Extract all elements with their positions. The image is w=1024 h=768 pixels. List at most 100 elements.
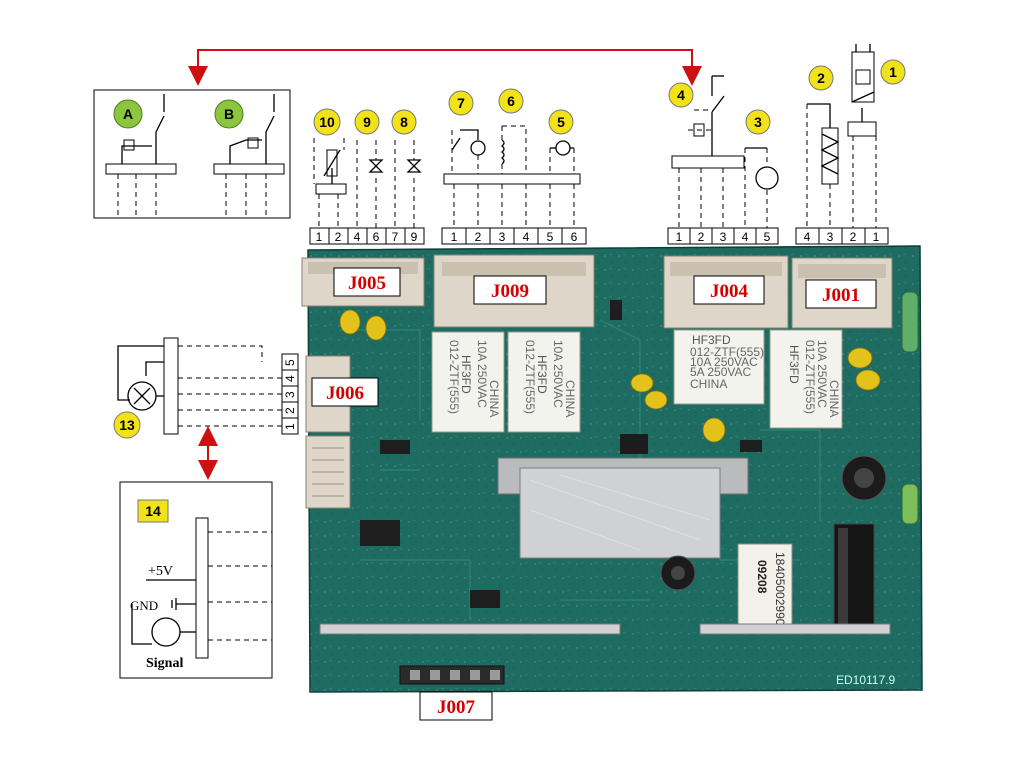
badge-b: B bbox=[214, 99, 244, 129]
svg-text:4: 4 bbox=[804, 230, 811, 244]
relay-2: HF3FD 012-ZTF(555) 10A 250VAC CHINA bbox=[507, 331, 581, 433]
svg-text:2: 2 bbox=[283, 407, 297, 414]
svg-text:4: 4 bbox=[523, 230, 530, 244]
connector-label-j004: J004 bbox=[693, 275, 765, 305]
connector-label-j006: J006 bbox=[311, 377, 379, 407]
svg-text:012-ZTF(555): 012-ZTF(555) bbox=[690, 345, 764, 359]
svg-text:9: 9 bbox=[411, 230, 418, 244]
svg-text:13: 13 bbox=[119, 417, 135, 433]
schematic-j004 bbox=[671, 75, 779, 228]
sensor-vcc-label: +5V bbox=[148, 564, 173, 579]
svg-text:CHINA: CHINA bbox=[690, 377, 727, 391]
svg-text:CHINA: CHINA bbox=[563, 380, 577, 417]
svg-text:J004: J004 bbox=[710, 281, 749, 302]
schematic-ab-box bbox=[93, 89, 291, 219]
pin-strip-j006: 1 2 3 4 5 bbox=[281, 353, 299, 435]
connector-label-j009: J009 bbox=[473, 275, 547, 305]
svg-text:9: 9 bbox=[363, 114, 371, 130]
connector-label-j001: J001 bbox=[805, 279, 877, 309]
svg-text:1: 1 bbox=[283, 423, 297, 430]
connector-label-j005: J005 bbox=[333, 267, 401, 297]
svg-text:2: 2 bbox=[850, 230, 857, 244]
svg-text:6: 6 bbox=[373, 230, 380, 244]
svg-text:10: 10 bbox=[319, 114, 335, 130]
pcb-board: HF3FD 012-ZTF(555) 10A 250VAC CHINA HF3F… bbox=[301, 245, 923, 693]
svg-text:2: 2 bbox=[817, 70, 825, 86]
svg-text:7: 7 bbox=[457, 95, 465, 111]
svg-text:09208: 09208 bbox=[755, 560, 769, 594]
badge-2: 2 bbox=[808, 65, 834, 91]
yellow-capacitors bbox=[339, 309, 881, 443]
svg-text:18405002990: 18405002990 bbox=[773, 552, 787, 626]
svg-text:14: 14 bbox=[145, 503, 161, 519]
sensor-signal-label: Signal bbox=[146, 656, 183, 671]
schematic-sensor-13 bbox=[117, 337, 286, 435]
svg-text:012-ZTF(555): 012-ZTF(555) bbox=[447, 340, 461, 414]
sensor-gnd-label: GND bbox=[130, 598, 158, 613]
relay-1: HF3FD 012-ZTF(555) 10A 250VAC CHINA bbox=[431, 331, 505, 433]
svg-text:012-ZTF(555): 012-ZTF(555) bbox=[523, 340, 537, 414]
svg-text:10A 250VAC: 10A 250VAC bbox=[475, 340, 489, 408]
electrolytic-capacitors bbox=[660, 455, 887, 635]
badge-5: 5 bbox=[548, 109, 574, 135]
svg-text:CHINA: CHINA bbox=[827, 380, 841, 417]
svg-text:1: 1 bbox=[316, 230, 323, 244]
badge-7: 7 bbox=[448, 90, 474, 116]
svg-text:012-ZTF(555): 012-ZTF(555) bbox=[803, 340, 817, 414]
relay-4: HF3FD 012-ZTF(555) 10A 250VAC CHINA bbox=[769, 329, 843, 429]
svg-text:10A 250VAC: 10A 250VAC bbox=[551, 340, 565, 408]
badge-14: 14 bbox=[137, 499, 169, 523]
svg-text:J005: J005 bbox=[348, 273, 386, 294]
svg-text:B: B bbox=[224, 106, 234, 122]
svg-text:HF3FD: HF3FD bbox=[535, 355, 549, 394]
schematic-j005 bbox=[313, 138, 422, 228]
svg-text:4: 4 bbox=[742, 230, 749, 244]
badge-1: 1 bbox=[880, 59, 906, 85]
pin-strip-j009: 1 2 3 4 5 6 bbox=[441, 227, 587, 245]
schematic-j001 bbox=[806, 44, 877, 228]
svg-text:5: 5 bbox=[764, 230, 771, 244]
relay-3: HF3FD 012-ZTF(555) 10A 250VAC 5A 250VAC … bbox=[673, 329, 765, 405]
pin-strip-j004: 1 2 3 4 5 bbox=[667, 227, 779, 245]
badge-6: 6 bbox=[498, 88, 524, 114]
svg-text:10A 250VAC: 10A 250VAC bbox=[690, 355, 758, 369]
svg-text:6: 6 bbox=[507, 93, 515, 109]
badge-8: 8 bbox=[391, 109, 417, 135]
svg-text:2: 2 bbox=[698, 230, 705, 244]
svg-text:3: 3 bbox=[499, 230, 506, 244]
connector-housing-j009 bbox=[433, 254, 595, 328]
resistors bbox=[901, 291, 919, 525]
svg-text:8: 8 bbox=[400, 114, 408, 130]
red-arrows bbox=[188, 49, 702, 480]
svg-text:J009: J009 bbox=[491, 281, 529, 302]
svg-text:1: 1 bbox=[451, 230, 458, 244]
pin-strip-j005: 1 2 4 6 7 9 bbox=[309, 227, 425, 245]
svg-text:J006: J006 bbox=[326, 383, 364, 404]
badge-9: 9 bbox=[354, 109, 380, 135]
svg-text:J007: J007 bbox=[437, 697, 476, 718]
svg-text:1: 1 bbox=[676, 230, 683, 244]
bottom-header-strips bbox=[319, 623, 891, 685]
svg-text:1: 1 bbox=[873, 230, 880, 244]
connector-label-j007: J007 bbox=[419, 691, 493, 721]
svg-text:A: A bbox=[123, 106, 133, 122]
svg-text:J001: J001 bbox=[822, 285, 860, 306]
link-arrow-top bbox=[197, 49, 693, 68]
svg-text:1: 1 bbox=[889, 64, 897, 80]
svg-text:3: 3 bbox=[754, 114, 762, 130]
svg-text:5: 5 bbox=[557, 114, 565, 130]
small-ics bbox=[360, 300, 762, 608]
badge-13: 13 bbox=[113, 411, 141, 439]
schematic-j009 bbox=[443, 125, 581, 228]
svg-text:10A 250VAC: 10A 250VAC bbox=[815, 340, 829, 408]
svg-text:HF3FD: HF3FD bbox=[787, 345, 801, 384]
metal-shield bbox=[497, 434, 749, 559]
edge-marking: ED10117.9 bbox=[836, 673, 895, 687]
svg-text:3: 3 bbox=[720, 230, 727, 244]
badge-a: A bbox=[113, 99, 143, 129]
svg-text:HF3FD: HF3FD bbox=[459, 355, 473, 394]
svg-text:4: 4 bbox=[354, 230, 361, 244]
svg-text:HF3FD: HF3FD bbox=[692, 333, 731, 347]
svg-text:4: 4 bbox=[677, 87, 685, 103]
